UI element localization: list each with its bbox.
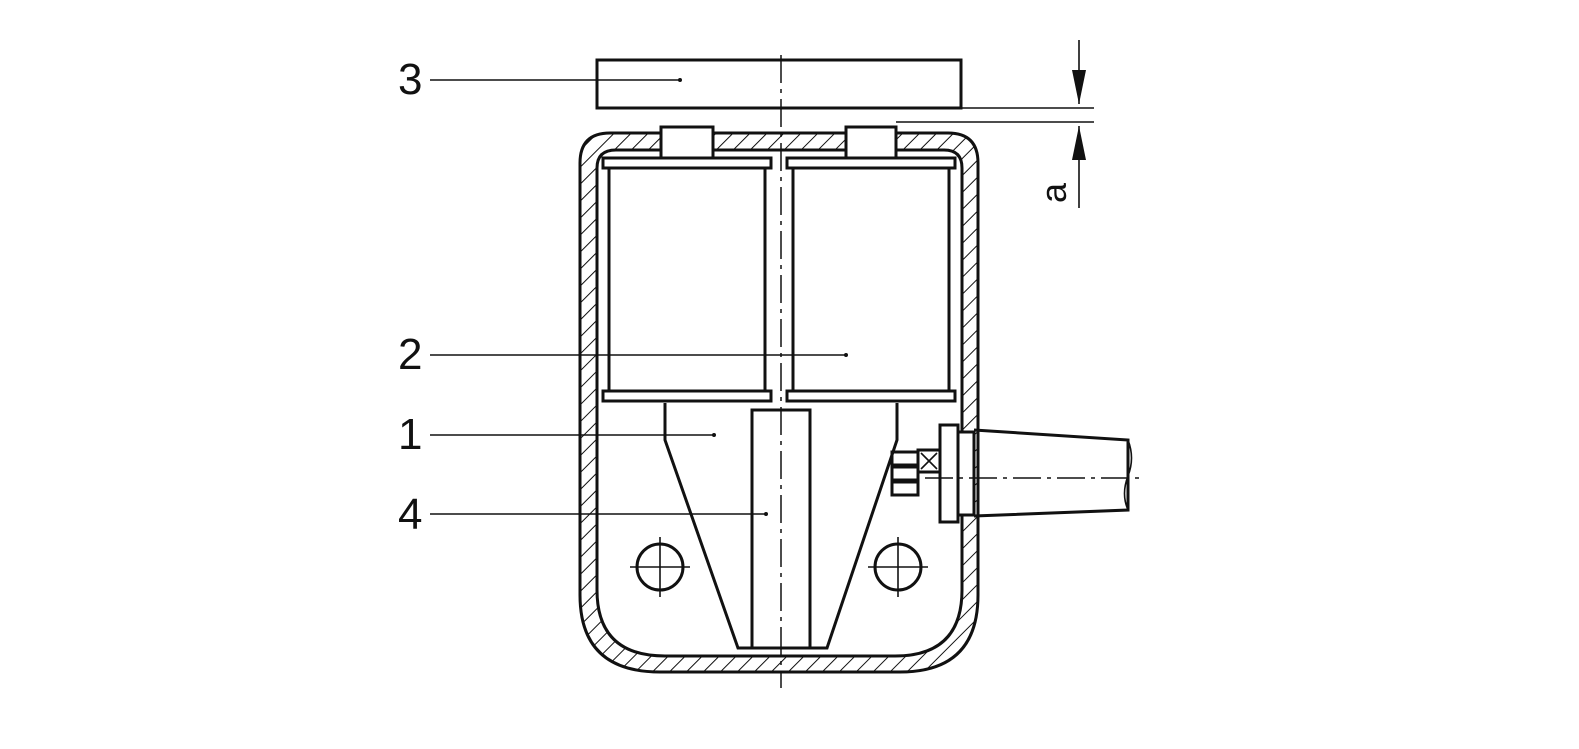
label-coil: 2	[398, 330, 422, 379]
housing-bump-left	[659, 125, 715, 162]
core-left	[663, 403, 754, 650]
sensor-housing	[578, 131, 980, 674]
target-plate	[595, 58, 963, 110]
gap-label: a	[1033, 182, 1074, 203]
cable-gland	[925, 423, 1140, 524]
coil-right	[785, 156, 957, 403]
label-target: 3	[398, 55, 422, 104]
gap-dimension	[896, 40, 1094, 208]
label-magnet: 4	[398, 490, 422, 539]
label-core: 1	[398, 410, 422, 459]
mount-hole-right	[868, 537, 928, 597]
housing-bump-right	[844, 125, 898, 162]
mount-hole-left	[630, 537, 690, 597]
coil-left	[601, 156, 773, 403]
terminal-block	[890, 448, 942, 497]
core-right	[808, 403, 899, 650]
